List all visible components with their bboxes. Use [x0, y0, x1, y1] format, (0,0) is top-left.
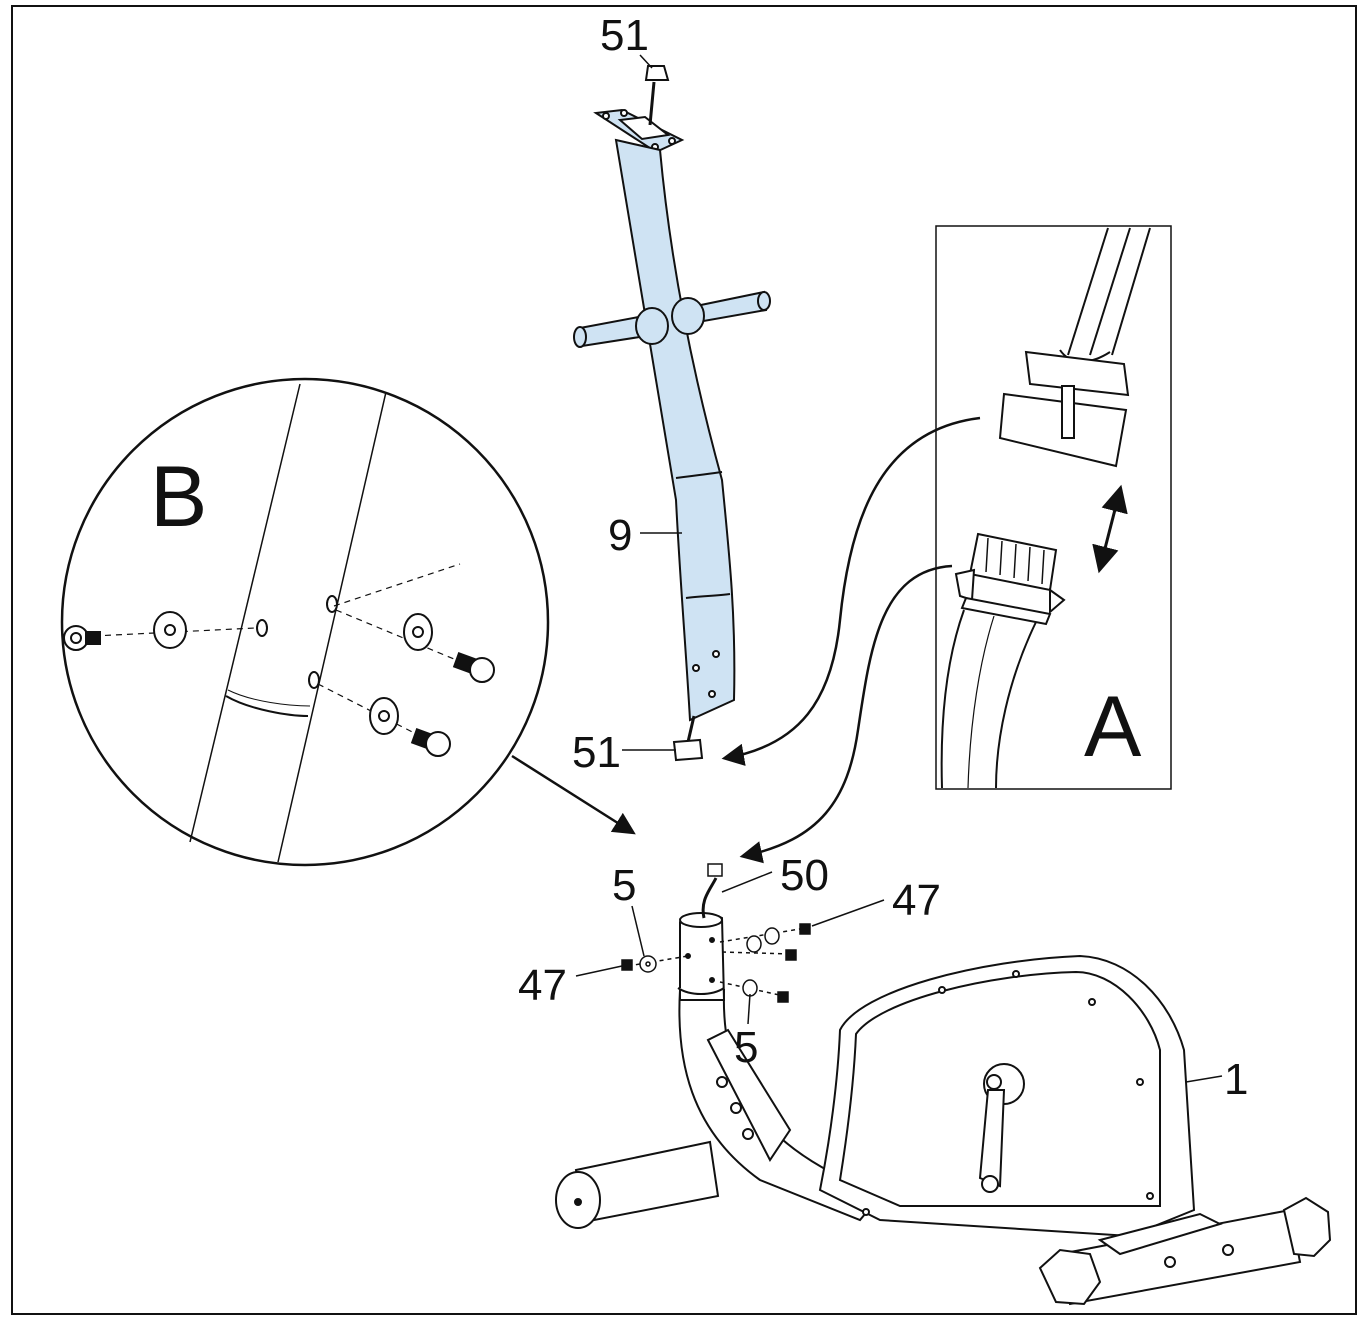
- upper-connector: [1024, 350, 1130, 397]
- bottom-connector-51: [672, 738, 704, 762]
- label-51-bottom: 51: [572, 728, 621, 777]
- leaders-lower: [575, 871, 1223, 1083]
- detail-a-arrows: [721, 416, 981, 864]
- label-47-left: 47: [518, 961, 567, 1010]
- leaders-upper: [622, 54, 682, 751]
- detail-b-arrow: [511, 754, 636, 835]
- tube-body: [614, 138, 736, 722]
- connect-arrow: [1092, 484, 1128, 574]
- top-connector-51: [644, 65, 670, 81]
- main-frame-part-1: [555, 912, 1332, 1306]
- label-1: 1: [1224, 1055, 1248, 1104]
- detail-b-circle: [60, 377, 550, 867]
- label-9: 9: [608, 511, 632, 560]
- page-border: [11, 5, 1357, 1315]
- detail-a-panel: [935, 225, 1172, 790]
- detail-a-label: A: [1084, 679, 1142, 775]
- label-47-right: 47: [892, 876, 941, 925]
- stub-hardware: [621, 863, 811, 1003]
- label-51-top: 51: [600, 11, 649, 60]
- label-5-right: 5: [734, 1023, 758, 1072]
- label-50: 50: [780, 851, 829, 900]
- upright-tube-part-9: [573, 65, 771, 762]
- label-5-left: 5: [612, 861, 636, 910]
- detail-b-label: B: [150, 449, 207, 545]
